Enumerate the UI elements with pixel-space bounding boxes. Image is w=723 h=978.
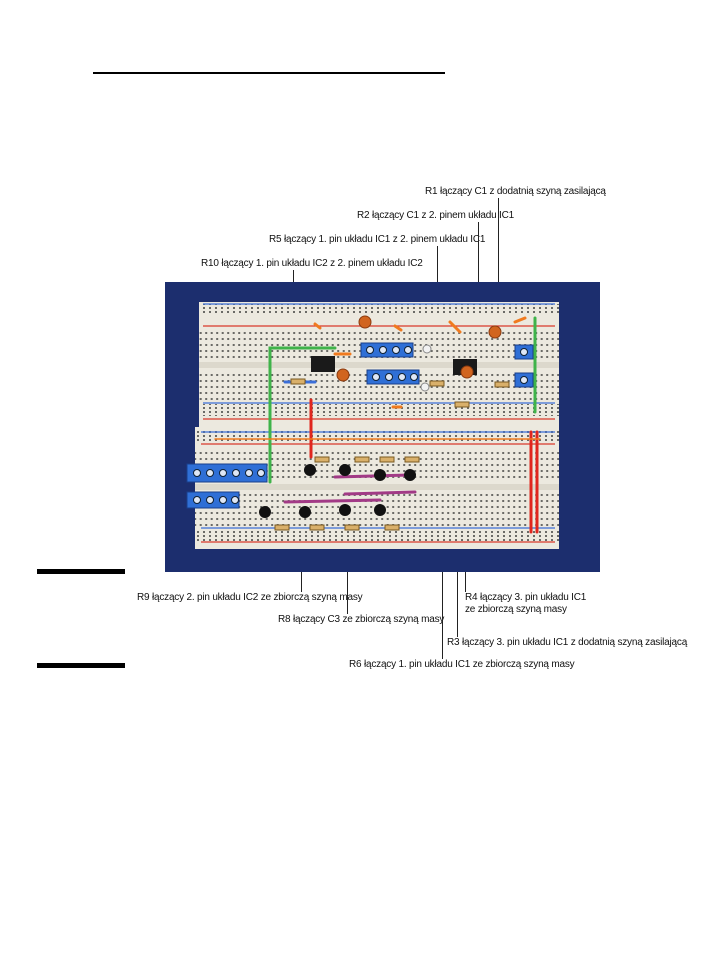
- breadboard-lower: [195, 427, 559, 549]
- terminal-blocks: [186, 342, 534, 509]
- callout-r8: R8 łączący C3 ze zbiorczą szyną masy: [278, 614, 445, 625]
- callout-r9: R9 łączący 2. pin układu IC2 ze zbiorczą…: [137, 592, 363, 603]
- callout-r4-line2: ze zbiorczą szyną masy: [465, 604, 567, 615]
- breadboard-upper: [199, 302, 559, 427]
- callout-r4-line1: R4 łączący 3. pin układu IC1: [465, 592, 587, 603]
- leds: [420, 344, 432, 392]
- transistors: [259, 464, 416, 518]
- callout-r5: R5 łączący 1. pin układu IC1 z 2. pinem …: [269, 234, 486, 245]
- breadboard-photo: [165, 282, 600, 572]
- callout-r1: R1 łączący C1 z dodatnią szyną zasilając…: [425, 186, 606, 197]
- margin-bar-lower: [37, 663, 125, 668]
- resistors: [274, 378, 510, 531]
- capacitors: [336, 315, 502, 382]
- callout-r6: R6 łączący 1. pin układu IC1 ze zbiorczą…: [349, 659, 575, 670]
- callout-r3: R3 łączący 3. pin układu IC1 z dodatnią …: [447, 637, 688, 648]
- leader-r1: [498, 198, 499, 318]
- callout-r10: R10 łączący 1. pin układu IC2 z 2. pinem…: [201, 258, 423, 269]
- callout-r2: R2 łączący C1 z 2. pinem układu IC1: [357, 210, 514, 221]
- margin-bar-upper: [37, 569, 125, 574]
- top-rule: [93, 72, 445, 74]
